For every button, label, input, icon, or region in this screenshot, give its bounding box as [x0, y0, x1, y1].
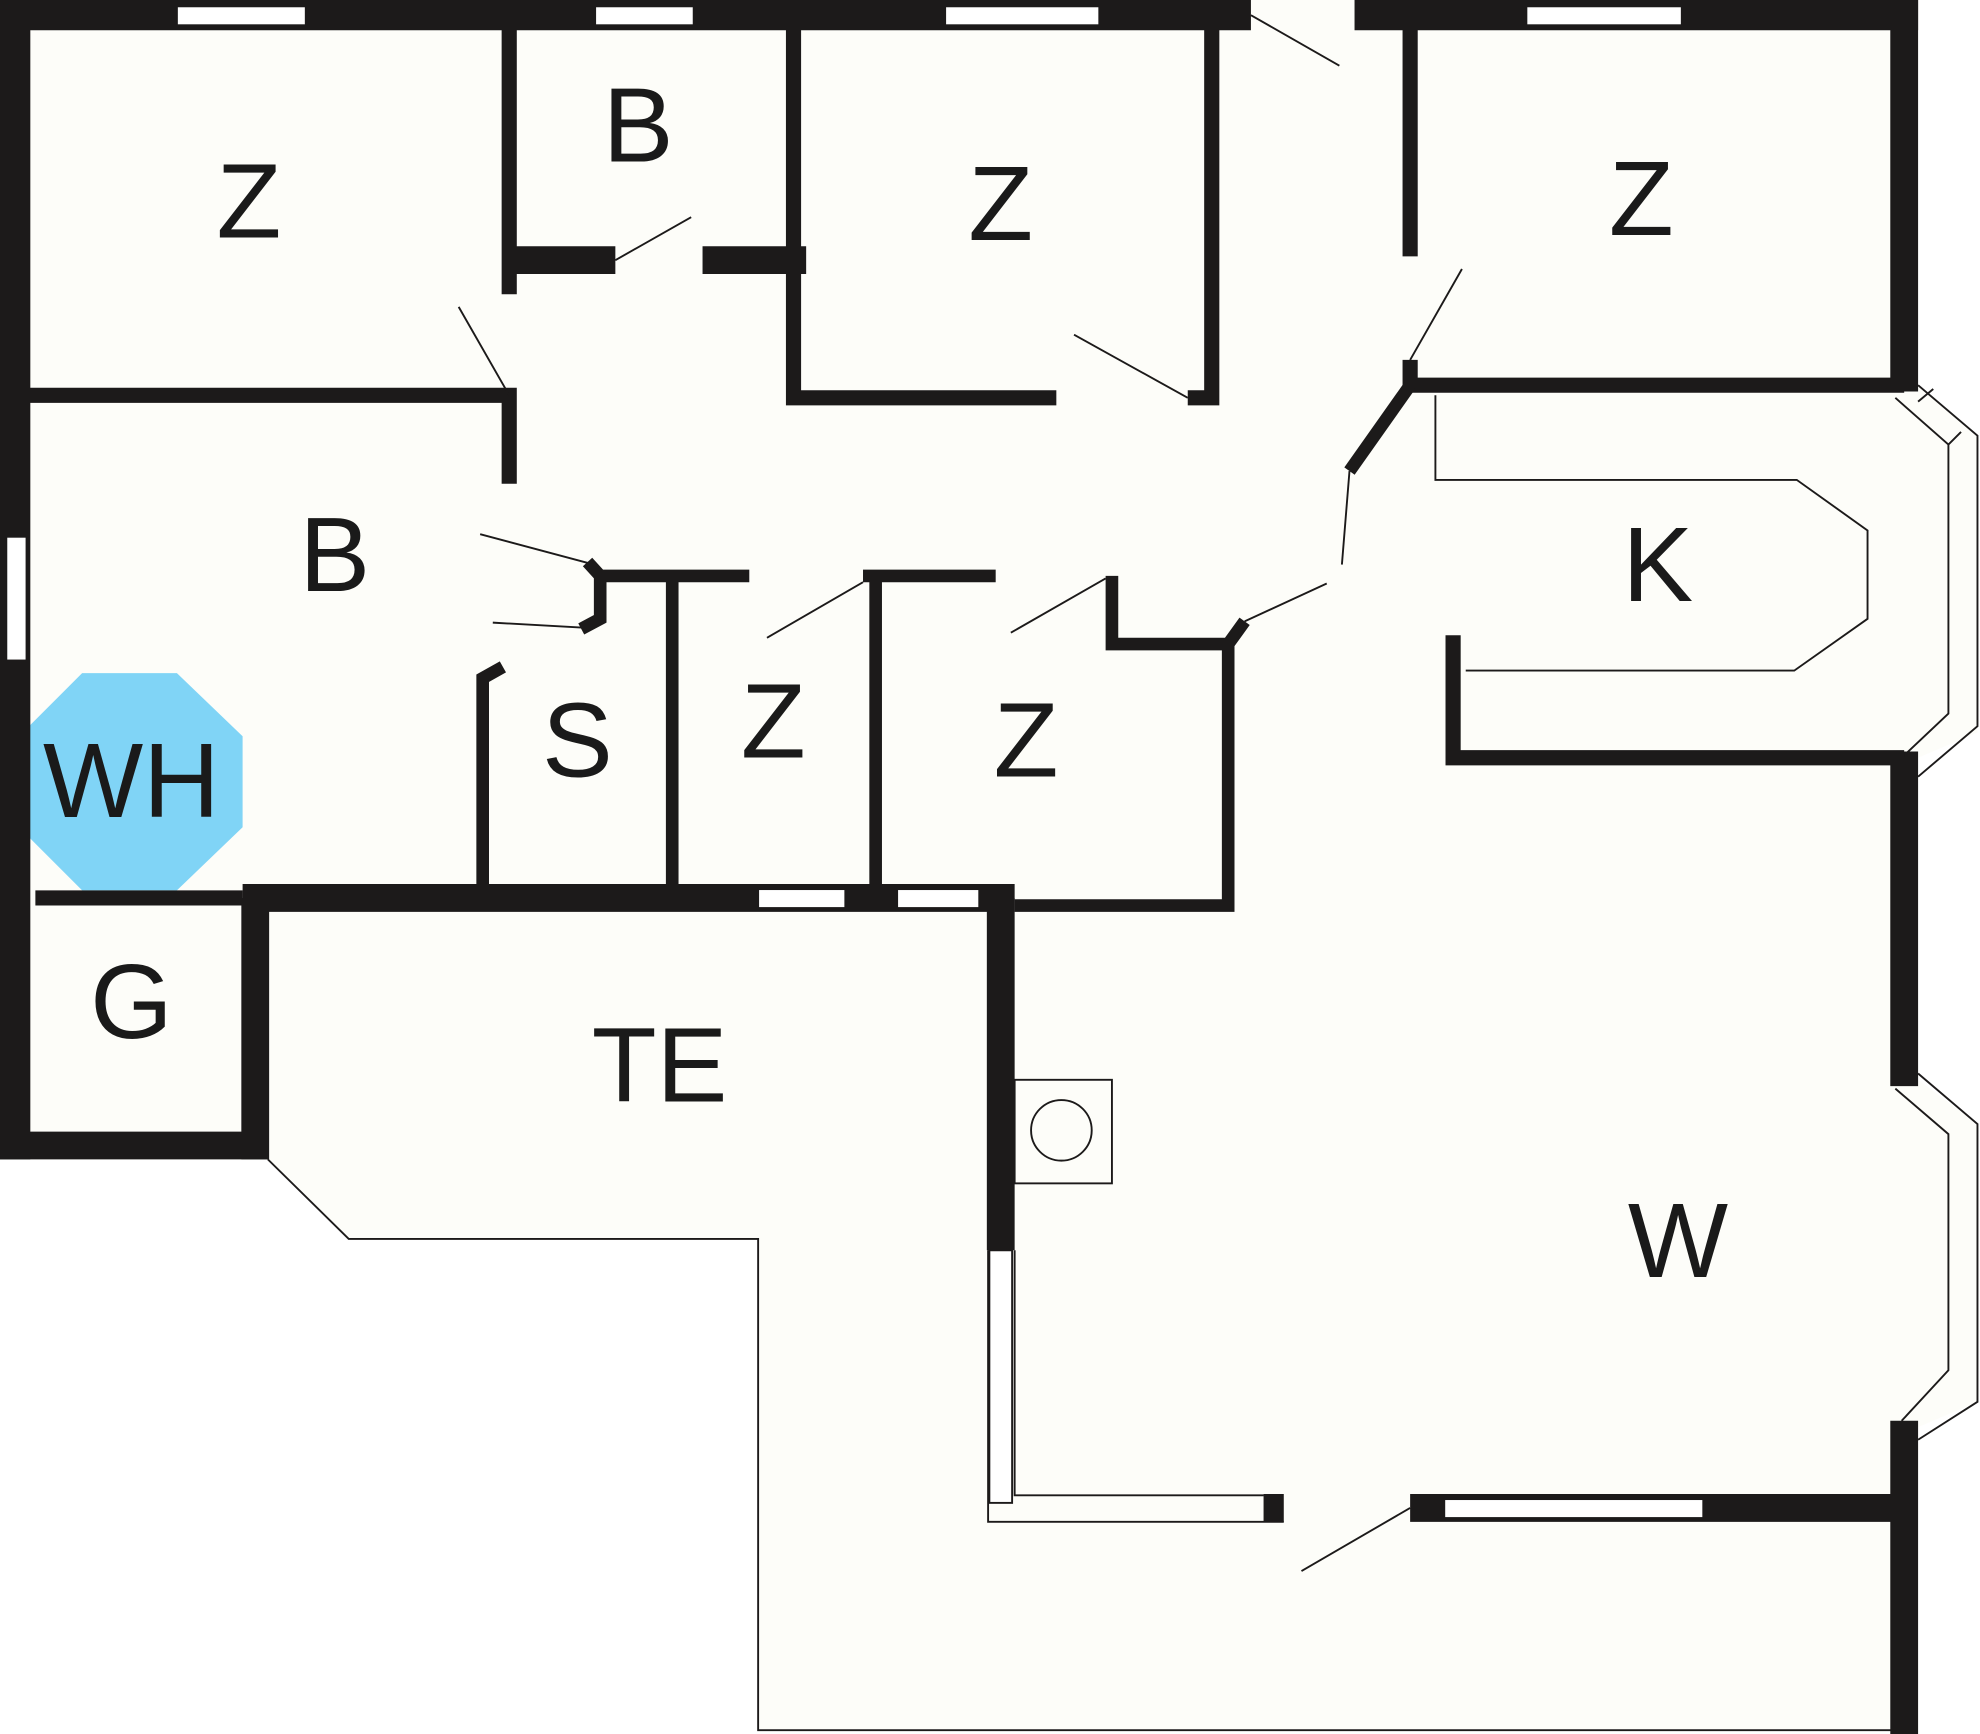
room-label-bedroom-4: Z — [741, 663, 806, 781]
room-label-kitchen: K — [1622, 506, 1693, 624]
room-label-sauna: S — [542, 682, 613, 800]
room-label-bedroom-1: Z — [216, 142, 281, 260]
room-label-whirlpool: WH — [43, 722, 220, 840]
room-label-garage: G — [90, 943, 173, 1061]
windows — [5, 5, 1705, 1519]
room-label-living: W — [1628, 1182, 1728, 1300]
kitchen-counter — [1434, 395, 1869, 672]
room-label-terrace: TE — [592, 1006, 728, 1124]
room-label-bathroom-2: B — [299, 496, 370, 614]
room-label-bathroom-1: B — [603, 67, 674, 185]
fireplace — [1013, 1078, 1113, 1185]
room-label-bedroom-3: Z — [1609, 140, 1674, 258]
door-swings — [457, 14, 1463, 1572]
room-label-bedroom-2: Z — [968, 145, 1033, 263]
whirlpool-octagon — [27, 673, 243, 891]
room-label-bedroom-5: Z — [994, 682, 1059, 800]
